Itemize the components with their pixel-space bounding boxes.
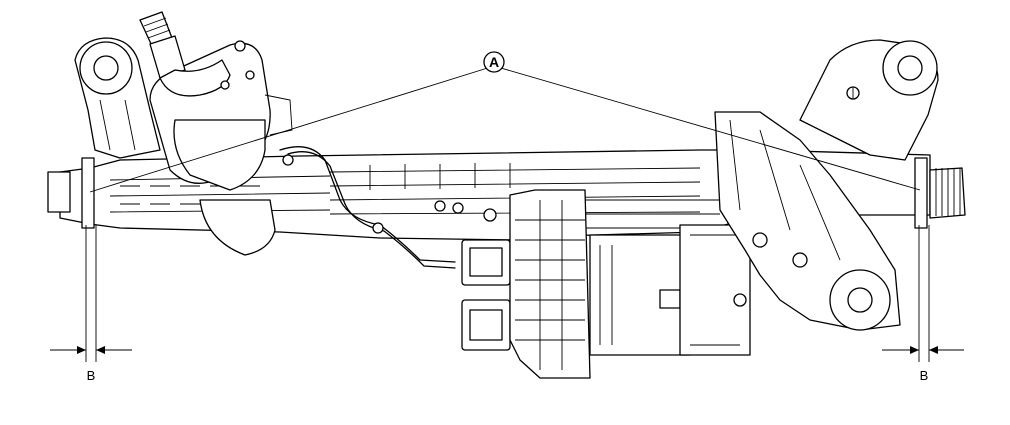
dimension-b-left: B (50, 225, 132, 383)
left-tie-rod-end (81, 157, 95, 229)
left-mount-bracket (74, 37, 161, 159)
dimension-b-left-label: B (87, 368, 96, 383)
wiring-harness (279, 146, 497, 269)
callout-a: A (89, 51, 921, 193)
dimension-b-right: B (882, 225, 964, 383)
dimension-b-right-label: B (920, 368, 929, 383)
pinion-housing (139, 11, 293, 256)
ecu-connectors (461, 239, 511, 351)
motor-assembly (509, 189, 751, 379)
right-mount-bracket (799, 39, 939, 161)
callout-a-label: A (489, 54, 499, 70)
right-tie-rod-boot (914, 157, 966, 229)
right-lower-bushing (829, 269, 891, 331)
